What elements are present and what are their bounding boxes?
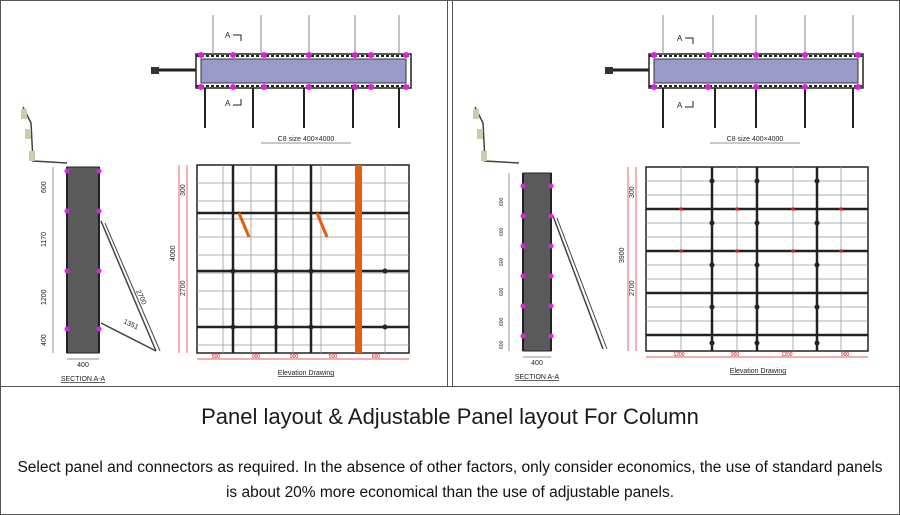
elevation-view: 3900 300 2700 1200 900 1200 900 Elevatio…: [619, 166, 869, 375]
elev-bottom-dim-4: 900: [841, 352, 850, 358]
elevation-title: Elevation Drawing: [730, 368, 787, 375]
elev-bottom-dim-1: 500: [212, 354, 221, 360]
section-width: 400: [77, 362, 89, 369]
section-dim-5: 600: [499, 317, 505, 326]
elev-height-total: 3900: [619, 247, 626, 263]
section-dim-2: 600: [499, 227, 505, 236]
section-dim-1: 600: [41, 181, 48, 193]
standard-panel-drawing: A A C8 size 400×4000: [1, 1, 448, 386]
figure-description: Select panel and connectors as required.…: [17, 459, 883, 501]
section-dim-1: 600: [499, 197, 505, 206]
figure-caption: Panel layout & Adjustable Panel layout F…: [201, 404, 699, 429]
elev-bottom-dim-1: 1200: [673, 352, 684, 358]
elev-height-part-1: 300: [629, 186, 636, 198]
plan-label: C8 size 400×4000: [727, 136, 784, 143]
elev-height-total: 4000: [170, 245, 177, 261]
section-dim-3: 1200: [41, 289, 48, 305]
divider: [0, 386, 900, 387]
elev-height-part-1: 300: [180, 184, 187, 196]
elev-bottom-dim-5: 600: [372, 354, 381, 360]
section-dim-4: 400: [41, 334, 48, 346]
adjustable-panel-svg: A A C8 size 400×4000: [473, 15, 869, 381]
elev-bottom-dim-3: 900: [290, 354, 299, 360]
section-view: 600 1170 1200 400 2700 1351 400 SECTION …: [21, 106, 161, 383]
section-title: SECTION A-A: [61, 376, 106, 383]
elev-height-part-2: 2700: [180, 280, 187, 296]
plan-view: A A C8 size 400×4000: [151, 15, 412, 144]
standard-panel-svg: A A C8 size 400×4000: [21, 15, 412, 383]
elevation-title: Elevation Drawing: [278, 370, 335, 377]
section-dim-3: 600: [499, 257, 505, 266]
section-title: SECTION A-A: [515, 374, 560, 381]
section-mark-bottom: A: [677, 101, 683, 110]
section-dim-6: 600: [499, 340, 505, 349]
plan-view: A A C8 size 400×4000: [605, 15, 864, 144]
section-dim-2: 1170: [41, 232, 48, 247]
section-view: 600 600 600 600 600 600 400 SECTION A-A: [473, 106, 608, 381]
adjustable-panel-drawing: A A C8 size 400×4000: [452, 1, 899, 386]
elev-bottom-dim-2: 900: [252, 354, 261, 360]
section-mark-top: A: [677, 34, 683, 43]
plan-label: C8 size 400×4000: [278, 136, 335, 143]
elev-bottom-dim-3: 1200: [781, 352, 792, 358]
elev-height-part-2: 2700: [629, 280, 636, 296]
brace-label-2: 1351: [122, 318, 139, 331]
elev-bottom-dim-2: 900: [731, 352, 740, 358]
elevation-view: 4000 300 2700 500 900 900 500 600 Elevat…: [170, 164, 410, 377]
section-dim-4: 600: [499, 287, 505, 296]
elev-bottom-dim-4: 500: [329, 354, 338, 360]
section-width: 400: [531, 360, 543, 367]
section-mark-bottom: A: [225, 99, 231, 108]
section-mark-top: A: [225, 31, 231, 40]
